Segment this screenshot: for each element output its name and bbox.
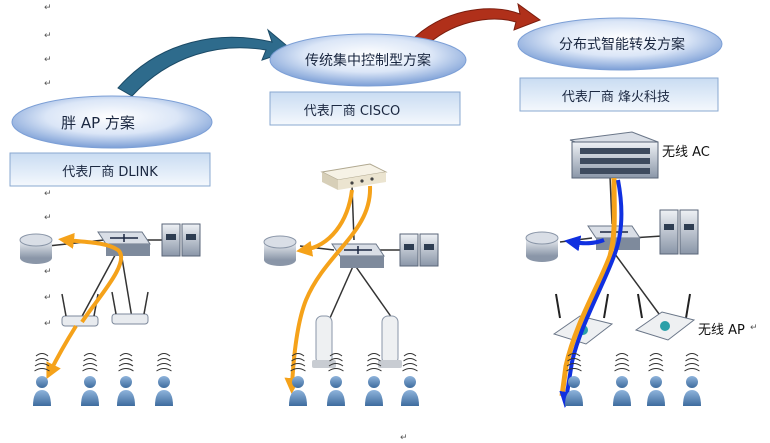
flow-arrow — [296, 189, 354, 257]
flow-arrow — [284, 185, 373, 394]
flow-arrow — [58, 232, 123, 324]
user-icon — [327, 353, 345, 406]
wireless-ac-icon — [569, 131, 659, 179]
svg-text:↵: ↵ — [44, 55, 52, 65]
user-icon — [565, 353, 583, 406]
column-3: 无线 AC 无线 AP — [525, 131, 745, 408]
user-icon — [289, 353, 307, 406]
user-icon — [117, 353, 135, 406]
paragraph-mark: ↵ — [750, 323, 758, 333]
solution-3-vendor: 代表厂商 烽火科技 — [562, 90, 670, 105]
user-icon — [683, 353, 701, 406]
column-1 — [19, 223, 201, 380]
solution-2-ellipse — [269, 33, 467, 87]
solution-2-title: 传统集中控制型方案 — [305, 52, 431, 69]
user-icon — [401, 353, 419, 406]
solution-2-vendor: 代表厂商 CISCO — [304, 104, 401, 119]
evolution-arrow-2 — [409, 2, 542, 49]
svg-text:↵: ↵ — [44, 31, 52, 41]
user-icon — [365, 353, 383, 406]
solution-2-vendor-box — [269, 91, 461, 126]
thin-ap-icon — [312, 315, 336, 368]
user-icon — [155, 353, 173, 406]
svg-text:↵: ↵ — [44, 293, 52, 303]
wireless-ac-label: 无线 AC — [662, 145, 710, 160]
wireless-ap-label: 无线 AP — [698, 323, 745, 338]
fat-ap-icon — [111, 291, 149, 325]
flow-arrow — [46, 324, 78, 380]
solution-3-ellipse — [517, 17, 723, 71]
flow-arrow-blue — [564, 235, 605, 252]
solution-1-vendor-box — [9, 152, 211, 187]
flow-arrow — [559, 177, 617, 397]
solution-3-title: 分布式智能转发方案 — [559, 36, 685, 53]
solution-1-title: 胖 AP 方案 — [61, 114, 135, 132]
server-icon — [399, 233, 439, 267]
users-row — [33, 353, 701, 406]
svg-text:↵: ↵ — [44, 213, 52, 223]
smart-ap-icon — [634, 293, 696, 341]
router-icon — [19, 233, 53, 264]
user-icon — [613, 353, 631, 406]
svg-text:↵: ↵ — [44, 267, 52, 277]
svg-text:↵: ↵ — [44, 79, 52, 89]
column-2 — [263, 163, 439, 394]
paragraph-marks: ↵ ↵ ↵ ↵ ↵ ↵ ↵ ↵ ↵ — [44, 3, 52, 329]
router-icon — [263, 235, 297, 266]
solution-1-ellipse — [11, 95, 213, 149]
solution-3-vendor-box — [519, 77, 719, 112]
thin-ap-icon — [378, 315, 402, 368]
paragraph-mark: ↵ — [400, 433, 408, 443]
server-icon — [659, 209, 699, 255]
solution-1-vendor: 代表厂商 DLINK — [62, 165, 158, 180]
wireless-controller-icon — [320, 163, 388, 190]
svg-text:↵: ↵ — [44, 189, 52, 199]
evolution-arrow-1 — [117, 28, 294, 97]
svg-text:↵: ↵ — [44, 3, 52, 13]
server-icon — [161, 223, 201, 257]
switch-icon — [97, 231, 151, 256]
user-icon — [647, 353, 665, 406]
flow-arrow-blue — [559, 179, 624, 408]
svg-text:↵: ↵ — [44, 319, 52, 329]
user-icon — [33, 353, 51, 406]
router-icon — [525, 231, 559, 262]
user-icon — [81, 353, 99, 406]
